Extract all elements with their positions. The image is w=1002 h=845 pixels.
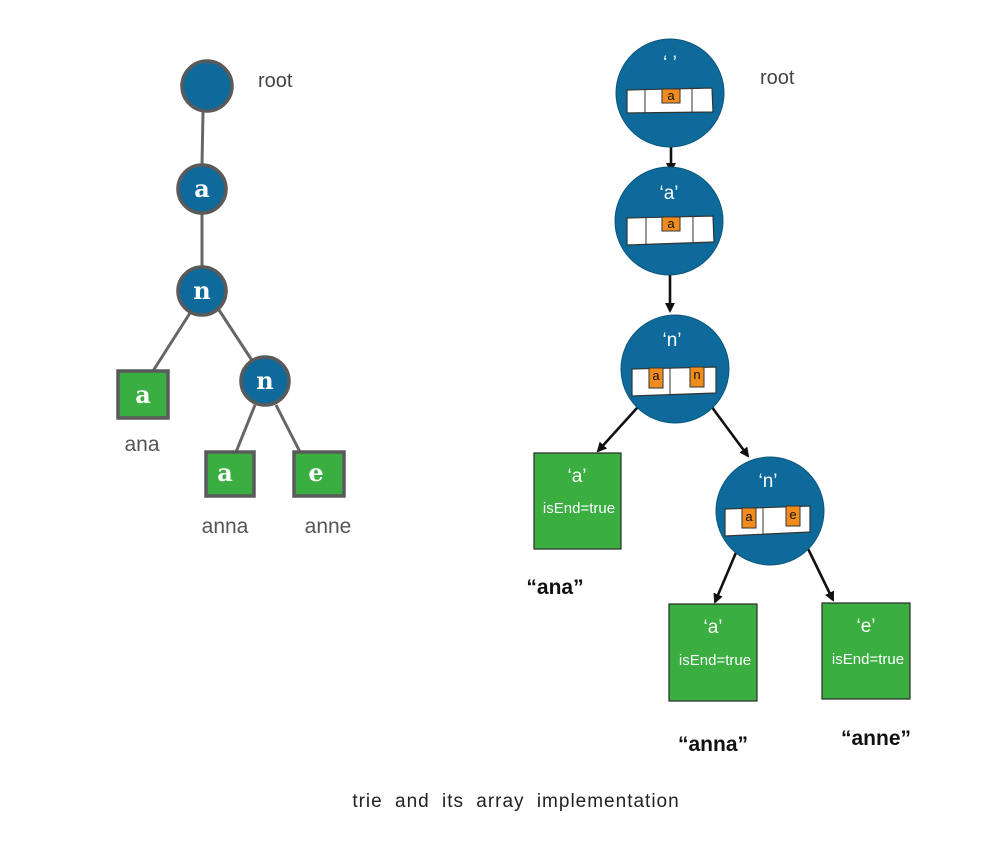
trie-leaf-a [116,369,170,420]
array-trie: ‘ ’ a root ‘a’ a ‘n’ a n [526,38,911,756]
root-label: root [258,70,293,92]
edge-n-n2 [217,309,255,363]
trie-leaf-a-letter: a [135,380,151,409]
array-node-n2-title: ‘n’ [758,471,777,492]
trie-node-n [176,265,228,317]
word-label-anna: anna [202,515,249,538]
edge-n2-leaf-e [274,404,302,453]
trie-leaf-anne [292,450,346,498]
word-label-anne: anne [305,515,352,538]
array-root-children-array: a [626,87,714,114]
edge-root-a [200,111,205,166]
array-leaf-anna [668,603,758,702]
array-root-title: ‘ ’ [663,53,677,74]
array-node-n2-children-array: a e [724,505,811,537]
word-label-anna-quoted: “anna” [678,733,748,756]
array-slot-letter: a [667,216,675,231]
array-leaf-ana-title: ‘a’ [567,466,586,487]
trie-leaf-anna [204,450,256,498]
array-slot-letter: a [745,509,753,524]
array-leaf-anna-title: ‘a’ [703,617,722,638]
array-slot-n [689,366,705,388]
array-slot-a [741,507,757,529]
edge-n-leaf-a [151,312,192,372]
word-label-ana: ana [124,433,159,456]
trie-node-n-letter: n [193,276,210,305]
array-slot-a [661,88,681,104]
array-node-n-title: ‘n’ [662,330,681,351]
array-leaf-ana [533,452,622,550]
array-leaf-anne [821,602,911,700]
array-leaf-anna-flag: isEnd=true [679,652,751,669]
simple-trie: root a n a ana n a anna e anne [116,59,352,538]
array-root-label: root [760,67,795,89]
array-slot-letter: e [789,507,796,522]
array-slot-e [785,505,801,527]
array-node-a-children-array: a [626,215,715,246]
diagram-caption: trie and its array implementation [352,791,679,812]
array-slot-a [648,367,664,389]
root-node [180,59,234,113]
array-node-n-children-array: a n [631,366,717,397]
array-leaf-anne-title: ‘e’ [856,616,875,637]
trie-leaf-anne-letter: e [308,458,323,487]
array-leaf-ana-flag: isEnd=true [543,500,615,517]
word-label-anne-quoted: “anne” [841,727,911,750]
array-node-a-title: ‘a’ [659,183,678,204]
array-slot-letter: a [652,368,660,383]
array-slot-letter: n [693,367,700,382]
trie-node-a [176,163,228,215]
array-slot-n [661,216,681,232]
array-leaf-anne-flag: isEnd=true [832,651,904,668]
trie-leaf-anna-letter: a [217,458,233,487]
edge-n2-leaf-a [234,404,257,453]
trie-node-n2-letter: n [256,366,273,395]
trie-node-n2 [239,355,291,407]
trie-node-a-letter: a [194,174,210,203]
array-slot-letter: a [667,88,675,103]
word-label-ana-quoted: “ana” [526,576,583,599]
